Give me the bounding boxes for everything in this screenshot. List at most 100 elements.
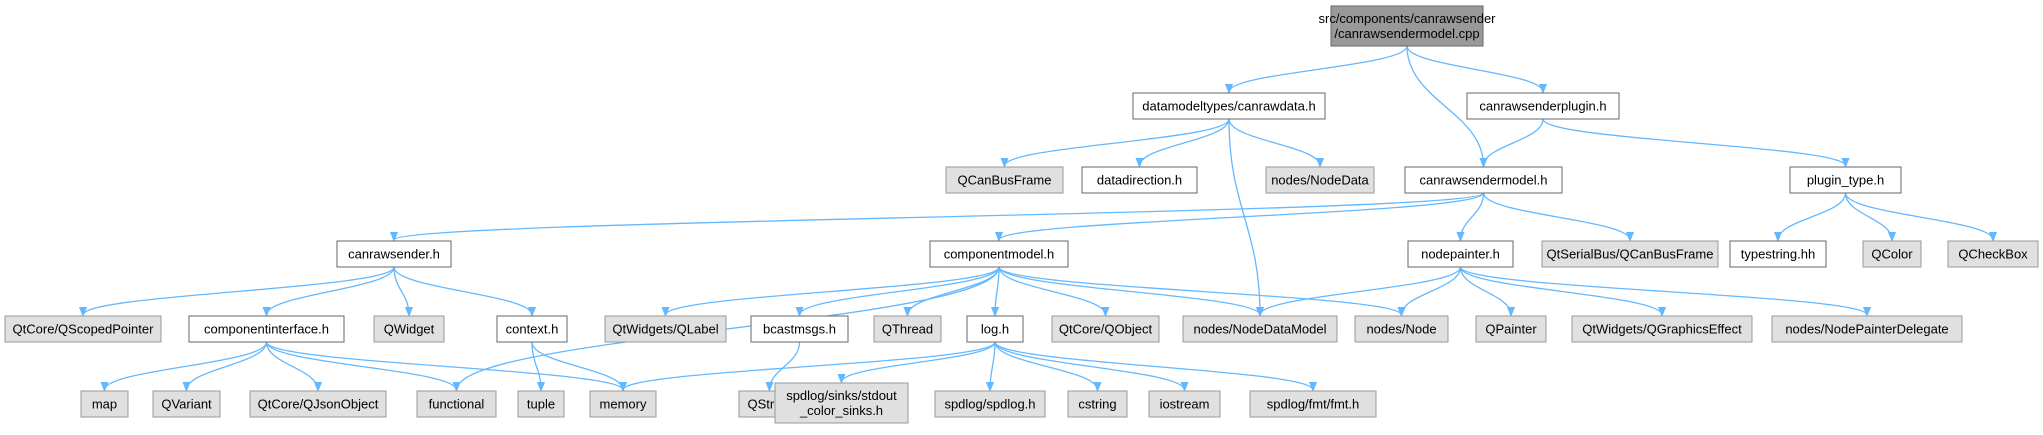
- edge-log-to-memory: [623, 341, 996, 390]
- node-label: tuple: [527, 396, 555, 411]
- edge-canrawdata-to-nodedata: [1228, 118, 1320, 166]
- node-qcheckbox: QCheckBox: [1947, 240, 2039, 268]
- node-box: [1148, 390, 1221, 418]
- node-label: src/components/canrawsender: [1318, 11, 1496, 26]
- node-box: [336, 240, 452, 268]
- node-root[interactable]: src/components/canrawsender/canrawsender…: [1318, 5, 1496, 47]
- node-box: [416, 390, 497, 418]
- node-box: [1330, 5, 1484, 47]
- edge-plugin-type-to-typestring: [1778, 192, 1847, 240]
- node-label: bcastmsgs.h: [763, 321, 836, 336]
- edge-plugin-type-to-qcheckbox: [1844, 192, 1994, 240]
- node-label: cstring: [1078, 396, 1116, 411]
- edge-bcastmsgs-to-qstring: [770, 341, 801, 390]
- node-label: QWidget: [384, 321, 435, 336]
- node-label: nodes/NodeData: [1271, 172, 1369, 187]
- node-log[interactable]: log.h: [966, 315, 1024, 343]
- node-label: canrawsenderplugin.h: [1479, 98, 1606, 113]
- edge-canrawsender-to-componentinterface: [267, 266, 395, 315]
- node-bcastmsgs[interactable]: bcastmsgs.h: [750, 315, 849, 343]
- node-nodepainter[interactable]: nodepainter.h: [1407, 240, 1514, 268]
- node-box: [589, 390, 657, 418]
- edge-canrawsendermodel-to-canrawsender: [394, 192, 1485, 240]
- node-label: QThread: [882, 321, 933, 336]
- node-box: [188, 315, 345, 343]
- node-label: nodes/NodeDataModel: [1194, 321, 1327, 336]
- node-label: QCanBusFrame: [958, 172, 1052, 187]
- nodes-layer: src/components/canrawsender/canrawsender…: [4, 5, 2039, 424]
- node-box: [1067, 390, 1128, 418]
- node-label: memory: [600, 396, 647, 411]
- node-datadirection[interactable]: datadirection.h: [1081, 166, 1198, 194]
- edge-canrawsendermodel-to-qtserialbus: [1482, 192, 1631, 240]
- node-box: [604, 315, 727, 343]
- node-label: datamodeltypes/canrawdata.h: [1142, 98, 1315, 113]
- edge-root-to-canrawsendermodel: [1406, 45, 1484, 166]
- edge-root-to-canrawdata: [1229, 45, 1408, 92]
- node-label: spdlog/sinks/stdout: [786, 388, 897, 403]
- node-qvariant: QVariant: [152, 390, 221, 418]
- node-spdlog: spdlog/spdlog.h: [934, 390, 1046, 418]
- node-context[interactable]: context.h: [496, 315, 568, 343]
- edge-nodepainter-to-nodepainterdelegate: [1459, 266, 1868, 315]
- node-componentinterface[interactable]: componentinterface.h: [188, 315, 345, 343]
- node-box: [1404, 166, 1563, 194]
- edge-componentmodel-to-node: [998, 266, 1402, 315]
- edge-log-to-spdlog: [990, 341, 996, 390]
- edge-componentinterface-to-functional: [265, 341, 457, 390]
- edge-canrawdata-to-qcanbusframe: [1005, 118, 1230, 166]
- node-tuple: tuple: [517, 390, 565, 418]
- edge-canrawsendermodel-to-nodepainter: [1461, 192, 1485, 240]
- node-functional: functional: [416, 390, 497, 418]
- node-box: [1789, 166, 1902, 194]
- node-componentmodel[interactable]: componentmodel.h: [929, 240, 1069, 268]
- node-box: [80, 390, 129, 418]
- node-plugin-type[interactable]: plugin_type.h: [1789, 166, 1902, 194]
- node-cstring: cstring: [1067, 390, 1128, 418]
- node-label: nodepainter.h: [1421, 246, 1500, 261]
- node-label: map: [92, 396, 117, 411]
- node-box: [1466, 92, 1620, 120]
- node-box: [934, 390, 1046, 418]
- edge-nodepainter-to-node: [1402, 266, 1462, 315]
- node-box: [1475, 315, 1547, 343]
- node-label: spdlog/fmt/fmt.h: [1267, 396, 1359, 411]
- node-typestring[interactable]: typestring.hh: [1729, 240, 1827, 268]
- node-canrawsendermodel[interactable]: canrawsendermodel.h: [1404, 166, 1563, 194]
- node-box: [1182, 315, 1338, 343]
- edge-root-to-canrawsenderplugin: [1406, 45, 1543, 92]
- node-fmt: spdlog/fmt/fmt.h: [1249, 390, 1377, 418]
- edge-componentinterface-to-memory: [265, 341, 624, 390]
- node-box: [1541, 240, 1719, 268]
- edges-layer: [83, 45, 1994, 390]
- node-qcolor: QColor: [1862, 240, 1922, 268]
- node-label: canrawsender.h: [348, 246, 440, 261]
- node-canrawsender[interactable]: canrawsender.h: [336, 240, 452, 268]
- edge-nodepainter-to-qgraphicseffect: [1459, 266, 1663, 315]
- node-canrawdata[interactable]: datamodeltypes/canrawdata.h: [1132, 92, 1326, 120]
- node-qgraphicseffect: QtWidgets/QGraphicsEffect: [1571, 315, 1753, 343]
- node-qlabel: QtWidgets/QLabel: [604, 315, 727, 343]
- edge-canrawdata-to-datadirection: [1140, 118, 1230, 166]
- edge-componentmodel-to-qobject: [998, 266, 1106, 315]
- node-box: [517, 390, 565, 418]
- node-qscopedpointer: QtCore/QScopedPointer: [4, 315, 162, 343]
- node-box: [1771, 315, 1963, 343]
- node-box: [152, 390, 221, 418]
- node-canrawsenderplugin[interactable]: canrawsenderplugin.h: [1466, 92, 1620, 120]
- edge-log-to-stdout-sinks: [842, 341, 996, 382]
- node-label: plugin_type.h: [1807, 172, 1884, 187]
- edge-canrawsender-to-context: [393, 266, 532, 315]
- edge-componentinterface-to-map: [105, 341, 268, 390]
- node-qwidget: QWidget: [373, 315, 445, 343]
- node-label: QCheckBox: [1958, 246, 2028, 261]
- edge-componentinterface-to-qvariant: [187, 341, 268, 390]
- node-label: QPainter: [1485, 321, 1537, 336]
- node-box: [1729, 240, 1827, 268]
- node-memory: memory: [589, 390, 657, 418]
- edge-log-to-iostream: [994, 341, 1185, 390]
- node-box: [1265, 166, 1375, 194]
- node-qpainter: QPainter: [1475, 315, 1547, 343]
- node-box: [750, 315, 849, 343]
